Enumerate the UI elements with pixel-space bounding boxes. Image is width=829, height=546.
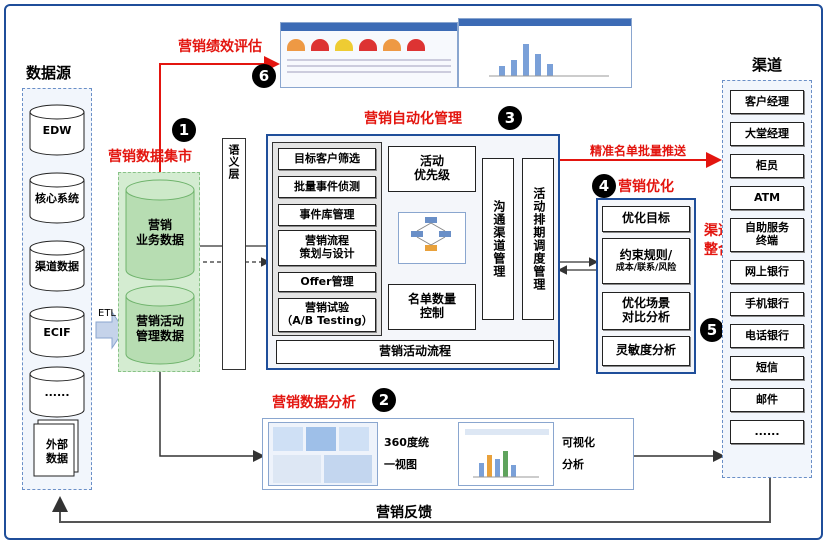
channel-item-box: 电话银行 xyxy=(730,324,804,348)
channel-management-box: 沟通渠道管理 xyxy=(482,158,514,320)
semantic-layer-box xyxy=(222,138,246,370)
automation-step-box: 营销试验 （A/B Testing） xyxy=(278,298,376,332)
data-sources-title: 数据源 xyxy=(26,64,72,82)
optimization-item-label: 优化目标 xyxy=(621,211,670,226)
mart-number-badge: 1 xyxy=(172,118,196,142)
optimization-item-label: 约束规则/ xyxy=(619,247,673,262)
mart-title: 营销数据集市 xyxy=(108,149,192,165)
channel-item-box: ATM xyxy=(730,186,804,210)
mart-business-data-label: 营销 业务数据 xyxy=(135,218,184,247)
semantic-layer-label: 语义层 xyxy=(227,144,240,180)
analysis-number-badge: 2 xyxy=(372,388,396,412)
channel-management-label: 沟通渠道管理 xyxy=(491,200,506,278)
analysis-title: 营销数据分析 xyxy=(272,395,356,411)
database-cylinder-icon xyxy=(29,366,85,418)
automation-step-box: 营销流程 策划与设计 xyxy=(278,230,376,266)
evaluation-number-badge: 6 xyxy=(252,64,276,88)
visualization-label: 可视化 分析 xyxy=(562,436,595,471)
channels-title: 渠道 xyxy=(752,56,783,74)
campaign-flow-box: 营销活动流程 xyxy=(276,340,554,364)
automation-title: 营销自动化管理 xyxy=(364,111,462,127)
campaign-data-cylinder xyxy=(125,285,195,365)
external-data-document-icon xyxy=(33,419,79,477)
data-source-label: ECIF xyxy=(43,326,71,339)
optimization-item-label: 灵敏度分析 xyxy=(615,343,676,358)
data-source-label: 渠道数据 xyxy=(35,260,79,273)
scheduling-box: 活动排期调度管理 xyxy=(522,158,554,320)
database-cylinder-icon xyxy=(29,104,85,156)
channel-item-box: 网上银行 xyxy=(730,260,804,284)
automation-step-box: Offer管理 xyxy=(278,272,376,292)
data-source-label: ...... xyxy=(44,386,70,399)
channel-item-box: 柜员 xyxy=(730,154,804,178)
analysis-arrow xyxy=(159,370,265,462)
optimization-item-box: 约束规则/成本/联系/风险 xyxy=(602,238,690,284)
channel-item-box: 大堂经理 xyxy=(730,122,804,146)
optimization-item-box: 优化场景 对比分析 xyxy=(602,292,690,330)
optimization-item-box: 灵敏度分析 xyxy=(602,336,690,366)
view360-thumbnail xyxy=(268,422,378,486)
optimization-number-badge: 4 xyxy=(592,174,616,198)
automation-step-box: 目标客户筛选 xyxy=(278,148,376,170)
channel-item-box: 手机银行 xyxy=(730,292,804,316)
eval-arrow xyxy=(159,56,280,172)
channel-integration-number-badge: 5 xyxy=(700,318,724,342)
push-label: 精准名单批量推送 xyxy=(590,144,687,158)
channel-item-box: 邮件 xyxy=(730,388,804,412)
automation-step-box: 事件库管理 xyxy=(278,204,376,226)
evaluation-chart-thumbnail xyxy=(458,18,632,88)
scheduling-label: 活动排期调度管理 xyxy=(531,187,546,291)
automation-number-badge: 3 xyxy=(498,106,522,130)
feedback-arrow xyxy=(52,478,771,523)
channel-item-box: 短信 xyxy=(730,356,804,380)
list-control-box: 名单数量 控制 xyxy=(388,284,476,330)
etl-label: ETL xyxy=(98,308,116,319)
database-cylinder-icon xyxy=(29,240,85,292)
workflow-thumbnail xyxy=(398,212,466,264)
optimization-item-box: 优化目标 xyxy=(602,206,690,232)
automation-step-box: 批量事件侦测 xyxy=(278,176,376,198)
optimization-item-sublabel: 成本/联系/风险 xyxy=(615,262,677,273)
visualization-thumbnail xyxy=(458,422,554,486)
optimization-title: 营销优化 xyxy=(618,179,674,195)
data-source-label: 外部 数据 xyxy=(46,438,68,466)
feedback-label: 营销反馈 xyxy=(376,505,432,521)
channel-item-box: 自助服务 终端 xyxy=(730,218,804,252)
optimization-item-label: 优化场景 对比分析 xyxy=(621,296,670,324)
database-cylinder-icon xyxy=(29,172,85,224)
channel-item-box: ...... xyxy=(730,420,804,444)
mart-campaign-data-label: 营销活动 管理数据 xyxy=(135,314,184,343)
database-cylinder-icon xyxy=(29,306,85,358)
mart-cylinders xyxy=(125,179,195,365)
data-source-label: 核心系统 xyxy=(35,192,79,205)
channel-item-box: 客户经理 xyxy=(730,90,804,114)
priority-box: 活动 优先级 xyxy=(388,146,476,192)
business-data-cylinder xyxy=(125,179,195,281)
view360-label: 360度统 一视图 xyxy=(384,436,429,471)
data-source-label: EDW xyxy=(42,124,72,137)
evaluation-title: 营销绩效评估 xyxy=(178,39,262,55)
evaluation-dashboard-thumbnail xyxy=(280,22,458,88)
